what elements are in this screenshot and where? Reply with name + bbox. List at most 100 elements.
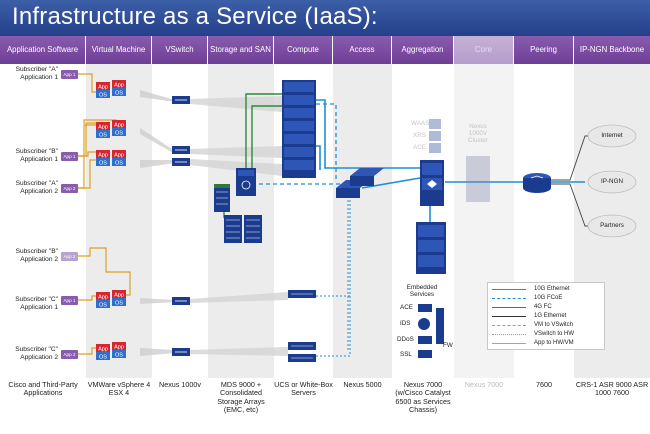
legend-swatch	[492, 343, 526, 344]
page-title: Infrastructure as a Service (IaaS):	[12, 3, 378, 30]
header-vswitch: VSwitch	[152, 36, 208, 64]
vm-to-vswitch-links	[140, 90, 175, 356]
subscriber-label: Subscriber "B"Application 2	[15, 248, 58, 263]
legend-swatch	[492, 316, 526, 317]
footer-aggregation: Nexus 7000 (w/Cisco Catalyst 6500 as Ser…	[395, 380, 451, 414]
footer-vswitch: Nexus 1000v	[159, 380, 201, 389]
footer-peering: 7600	[536, 380, 552, 389]
legend-item: VM to VSwitch	[492, 322, 604, 330]
header-application-software: Application Software	[0, 36, 86, 64]
subscriber-label: Subscriber "A"Application 1	[15, 66, 58, 81]
vm-os-label: OS	[115, 130, 123, 136]
storage-array-icon	[244, 215, 262, 243]
white-box-server-icon	[288, 354, 316, 362]
white-box-server-icon	[288, 342, 316, 350]
header-ip-ngn-backbone: IP-NGN Backbone	[574, 36, 650, 64]
legend-item: 10G Ethernet	[492, 286, 604, 294]
legend-label: 10G Ethernet	[534, 286, 570, 292]
vm-app-label: App	[114, 122, 124, 128]
core-faded-group	[429, 119, 490, 202]
legend-swatch	[492, 307, 526, 308]
virtual-machines: AppOSAppOSAppOSAppOSAppOSAppOSAppOSAppOS…	[96, 80, 126, 360]
legend-label: 4G FC	[534, 304, 552, 310]
vm-os-label: OS	[99, 92, 107, 98]
footer-application-software: Cisco and Third-Party Applications	[8, 380, 78, 398]
header-virtual-machine: Virtual Machine	[86, 36, 152, 64]
vm-os-label: OS	[115, 300, 123, 306]
vm-os-label: OS	[99, 354, 107, 360]
vm-app-label: App	[98, 294, 108, 300]
mds-switch-icon	[236, 168, 256, 196]
footer-core: Nexus 7000	[464, 380, 504, 389]
app-chip: App 2	[61, 252, 78, 261]
vm-app-label: App	[114, 292, 124, 298]
subscriber-label: Subscriber "C"Application 1	[15, 296, 58, 311]
vswitch-to-hw-links	[190, 96, 288, 356]
header-aggregation: Aggregation	[392, 36, 454, 64]
vswitch-icon	[172, 146, 190, 154]
footer-access: Nexus 5000	[343, 380, 382, 389]
band-access	[333, 64, 392, 378]
vm-app-label: App	[114, 344, 124, 350]
core-service-xrs: XRS	[413, 132, 426, 139]
legend-item: 10G FCoE	[492, 295, 604, 303]
storage-array-icon	[214, 184, 230, 212]
footer-compute: UCS or White-Box Servers	[274, 380, 333, 398]
vm-os-label: OS	[115, 160, 123, 166]
title-banner: Infrastructure as a Service (IaaS):	[0, 0, 650, 36]
peering-router-icon	[523, 173, 551, 193]
vm-app-label: App	[98, 84, 108, 90]
cloud-icon	[587, 170, 637, 194]
legend-label: App to HW/VM	[534, 340, 574, 346]
legend-item: 4G FC	[492, 304, 604, 312]
app-chip: App 2	[61, 184, 78, 193]
cloud-icon	[587, 214, 637, 238]
service-module-icon	[429, 119, 441, 129]
vm-app-label: App	[98, 346, 108, 352]
header-compute: Compute	[274, 36, 333, 64]
fw-module-icon	[436, 308, 444, 344]
band-virtual-machine	[86, 64, 152, 378]
footer-storage-san: MDS 9000 + Consolidated Storage Arrays (…	[217, 380, 265, 414]
catalyst-6500-icon	[416, 222, 446, 274]
white-box-server-icon	[288, 290, 316, 298]
fcoe-links	[252, 103, 340, 185]
vswitch-boxes	[172, 96, 190, 356]
header-core: Core	[454, 36, 514, 64]
ace-module-icon	[418, 304, 432, 312]
nexus-7000-core-icon	[466, 156, 490, 202]
vm-os-label: OS	[99, 160, 107, 166]
header-storage-san: Storage and SAN	[208, 36, 274, 64]
subscriber-label: Subscriber "A"Application 2	[15, 180, 58, 195]
embedded-item-fw: FW	[443, 342, 453, 349]
core-service-ace: ACE	[413, 144, 426, 151]
vm-app-label: App	[98, 152, 108, 158]
nexus-7000-icon	[420, 160, 444, 206]
nexus-5000-icon	[350, 168, 384, 186]
service-module-icon	[429, 131, 441, 141]
cloud-icon	[587, 124, 637, 148]
storage-array-icon	[224, 215, 242, 243]
vswitch-icon	[172, 297, 190, 305]
app-chip: App 1	[61, 152, 78, 161]
legend-label: 10G FCoE	[534, 295, 563, 301]
vswitch-icon	[172, 158, 190, 166]
subscriber-label: Subscriber "C"Application 2	[15, 346, 58, 361]
vm-os-label: OS	[115, 352, 123, 358]
vm-app-label: App	[98, 124, 108, 130]
core-service-waas: WAAS	[411, 120, 430, 127]
vm-app-label: App	[114, 82, 124, 88]
legend-label: VSwitch to HW	[534, 331, 575, 337]
app-chip: App 2	[61, 350, 78, 359]
vm-os-label: OS	[115, 90, 123, 96]
cloud-internet-label: Internet	[601, 132, 623, 139]
